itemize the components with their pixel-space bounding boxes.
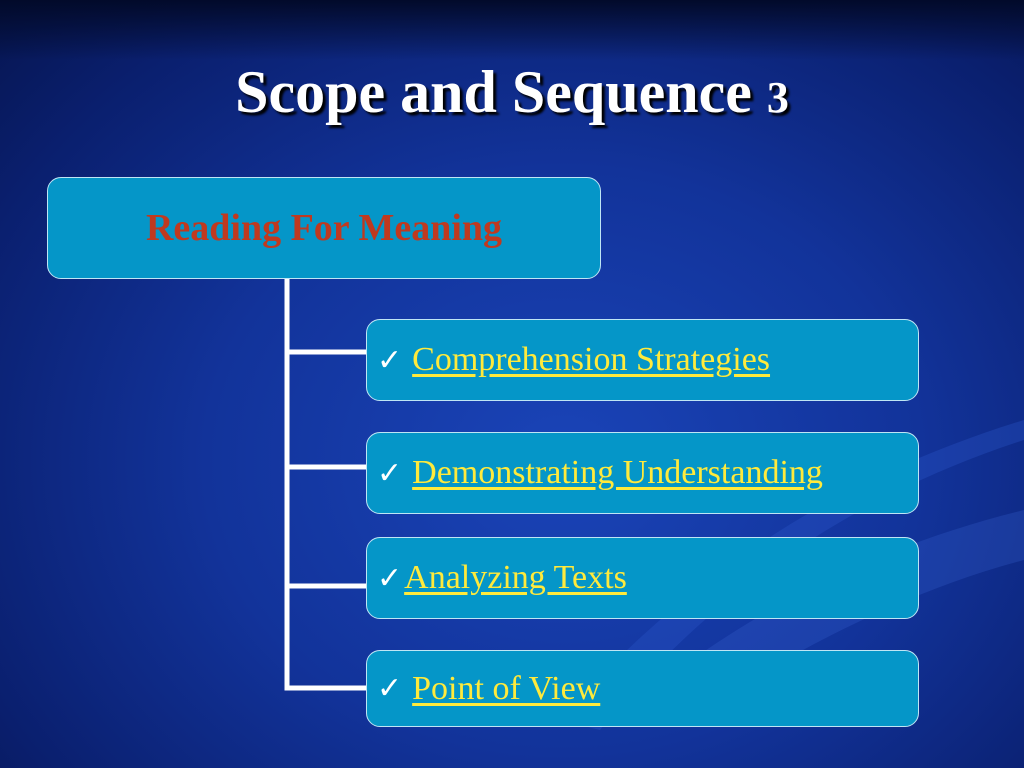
checkmark-icon: ✓ — [377, 672, 403, 705]
slide-title-main: Scope and Sequence — [235, 59, 752, 125]
checkmark-icon: ✓ — [377, 343, 403, 377]
child-node-comprehension-strategies[interactable]: ✓ Comprehension Strategies — [366, 319, 919, 401]
link-analyzing-texts[interactable]: Analyzing Texts — [404, 559, 627, 596]
root-node-label: Reading For Meaning — [145, 207, 503, 249]
link-point-of-view[interactable]: Point of View — [412, 669, 601, 707]
link-demonstrating-understanding[interactable]: Demonstrating Understanding — [412, 454, 823, 491]
root-node: Reading For Meaning — [47, 177, 601, 279]
top-dark-band — [0, 0, 1024, 60]
slide-title-number: 3 — [766, 73, 789, 122]
slide-title: Scope and Sequence 3 — [0, 58, 1024, 127]
checkmark-icon: ✓ — [377, 561, 403, 595]
child-node-analyzing-texts[interactable]: ✓ Analyzing Texts — [366, 537, 919, 619]
child-node-demonstrating-understanding[interactable]: ✓ Demonstrating Understanding — [366, 432, 919, 514]
child-node-point-of-view[interactable]: ✓ Point of View — [366, 650, 919, 727]
checkmark-icon: ✓ — [377, 456, 403, 490]
link-comprehension-strategies[interactable]: Comprehension Strategies — [412, 341, 771, 378]
